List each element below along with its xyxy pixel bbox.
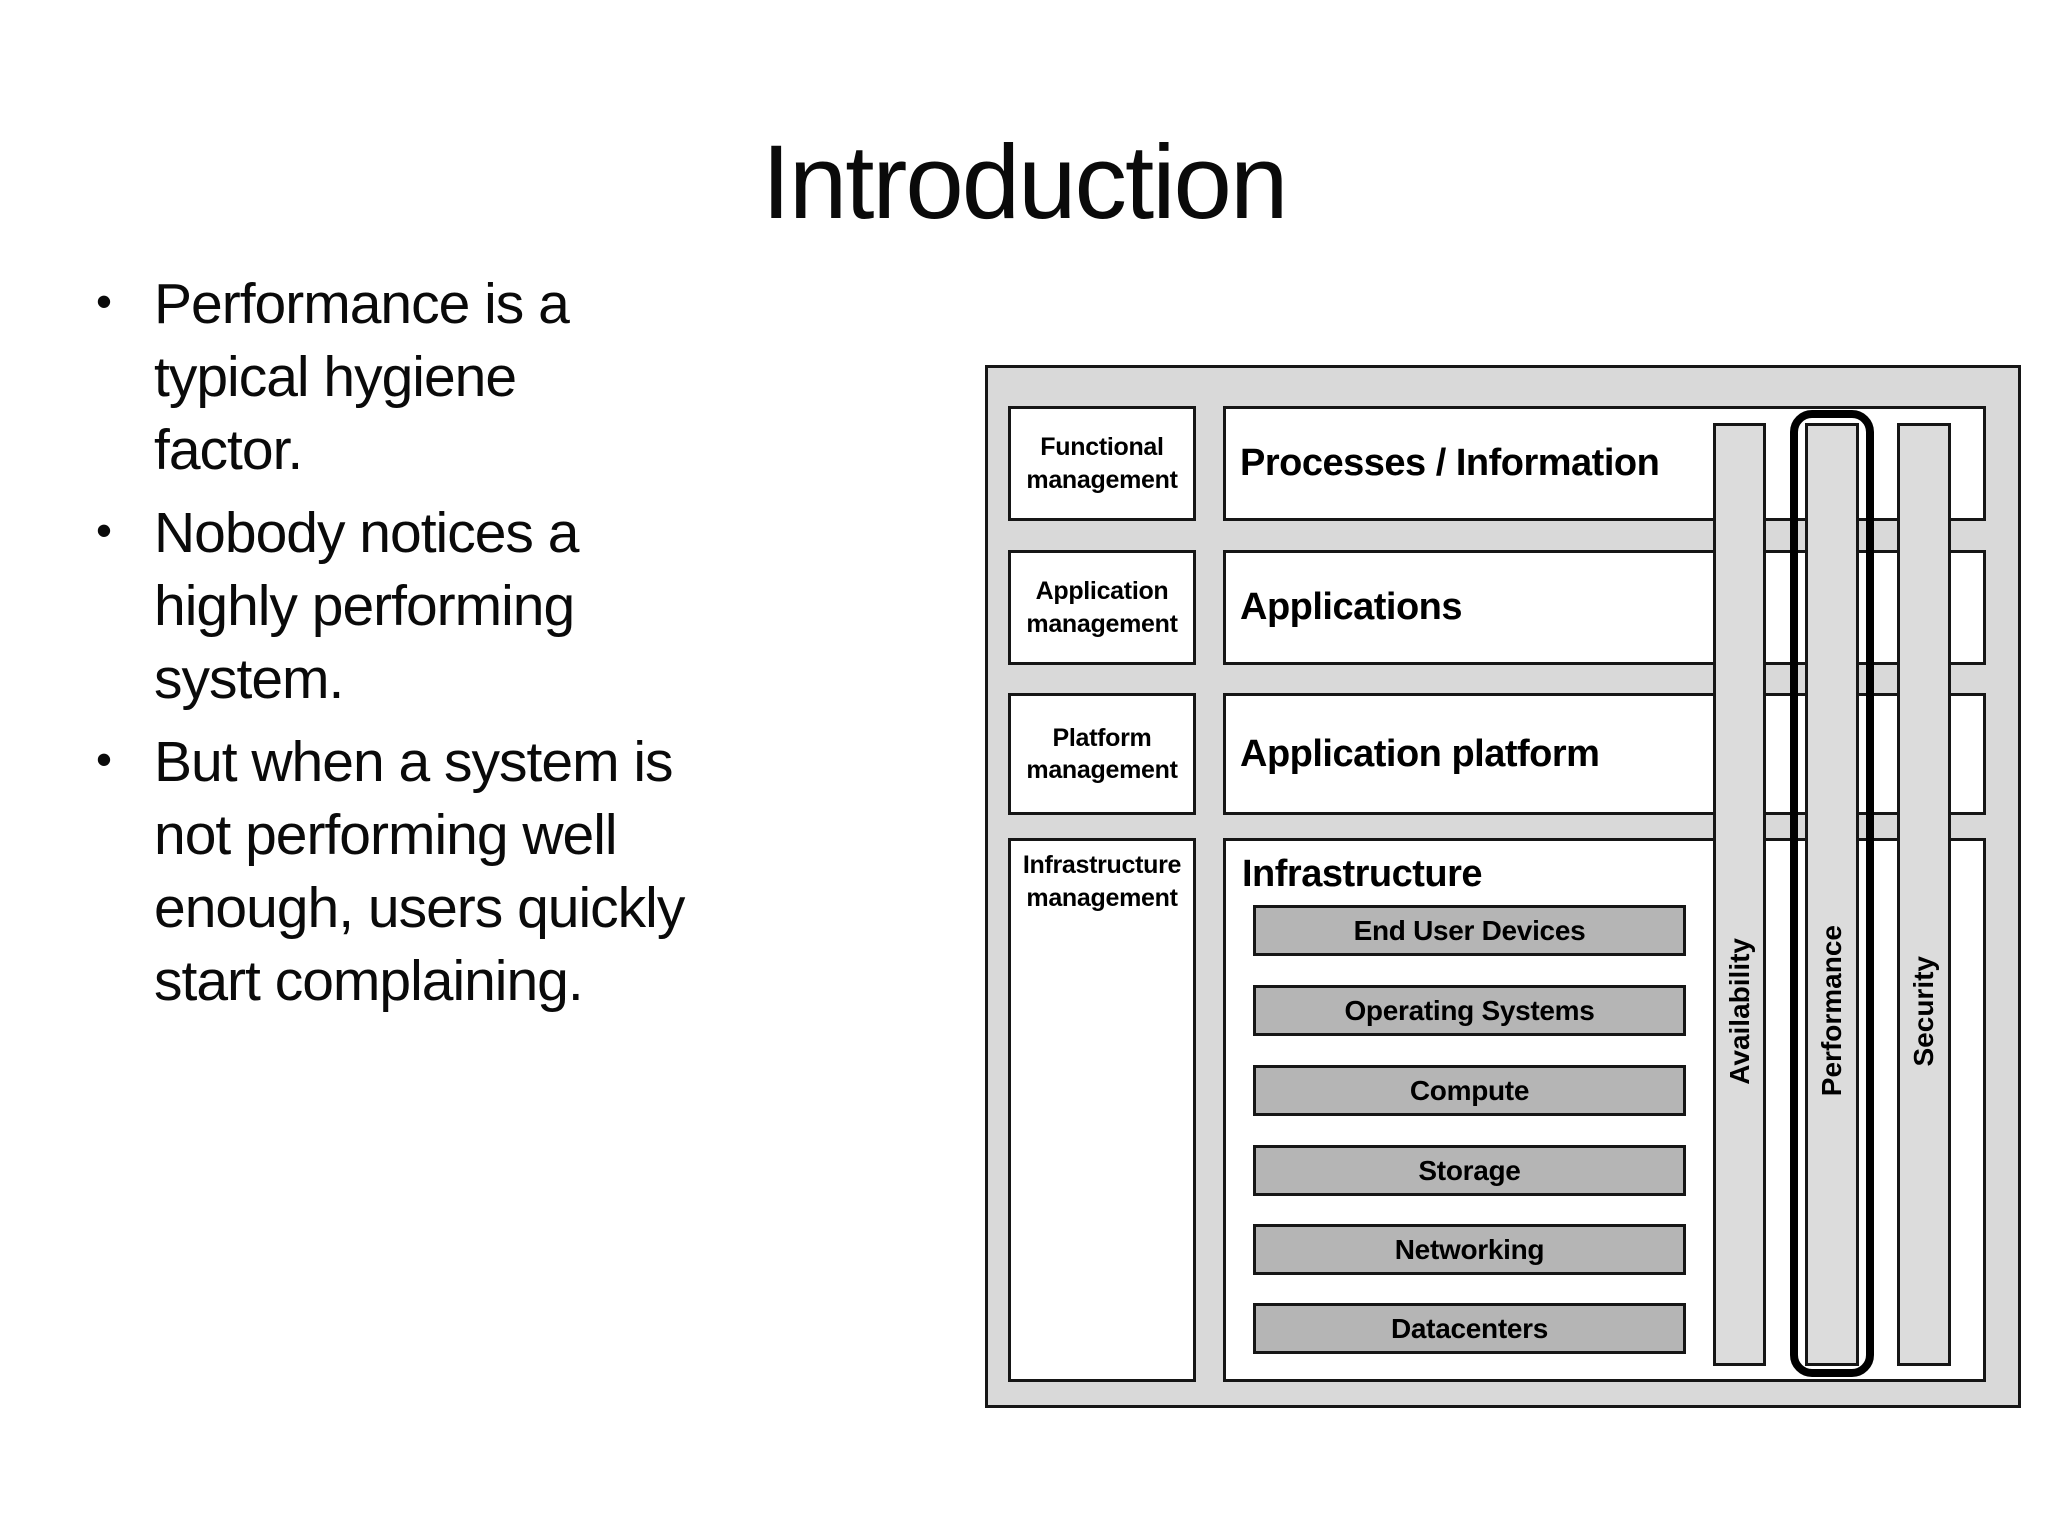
quality-bar-label-security: Security (1908, 955, 1939, 1067)
performance-highlight-outline (1790, 410, 1874, 1377)
bullet-text-2: Nobody notices a highly performing syste… (154, 501, 579, 711)
it-stack-diagram: Functional management Application manage… (985, 365, 2021, 1408)
bullet-list: Performance is a typical hygiene factor.… (90, 265, 850, 1028)
stack-box-end-user-devices: End User Devices (1253, 905, 1686, 956)
management-box-application: Application management (1008, 550, 1196, 665)
slide-title: Introduction (761, 124, 1289, 241)
stack-box-operating-systems: Operating Systems (1253, 985, 1686, 1036)
management-box-infrastructure: Infrastructure management (1008, 838, 1196, 1382)
quality-bar-security: Security (1897, 423, 1951, 1366)
bullet-text-1: Performance is a typical hygiene factor. (154, 272, 570, 482)
stack-box-storage: Storage (1253, 1145, 1686, 1196)
quality-bar-label-wrap: Security (1900, 896, 1948, 1126)
management-box-functional: Functional management (1008, 406, 1196, 521)
bullet-item-3: But when a system is not performing well… (90, 723, 850, 1018)
bullet-item-1: Performance is a typical hygiene factor. (90, 265, 850, 487)
stack-box-compute: Compute (1253, 1065, 1686, 1116)
quality-bar-availability: Availability (1713, 423, 1766, 1366)
quality-bar-label-availability: Availability (1723, 937, 1755, 1085)
stack-box-datacenters: Datacenters (1253, 1303, 1686, 1354)
quality-bar-label-wrap: Availability (1716, 896, 1763, 1126)
bullet-text-3: But when a system is not performing well… (154, 730, 685, 1013)
bullet-item-2: Nobody notices a highly performing syste… (90, 494, 850, 716)
management-box-platform: Platform management (1008, 693, 1196, 815)
stack-box-networking: Networking (1253, 1224, 1686, 1275)
quality-bar-performance: Performance (1805, 423, 1859, 1366)
